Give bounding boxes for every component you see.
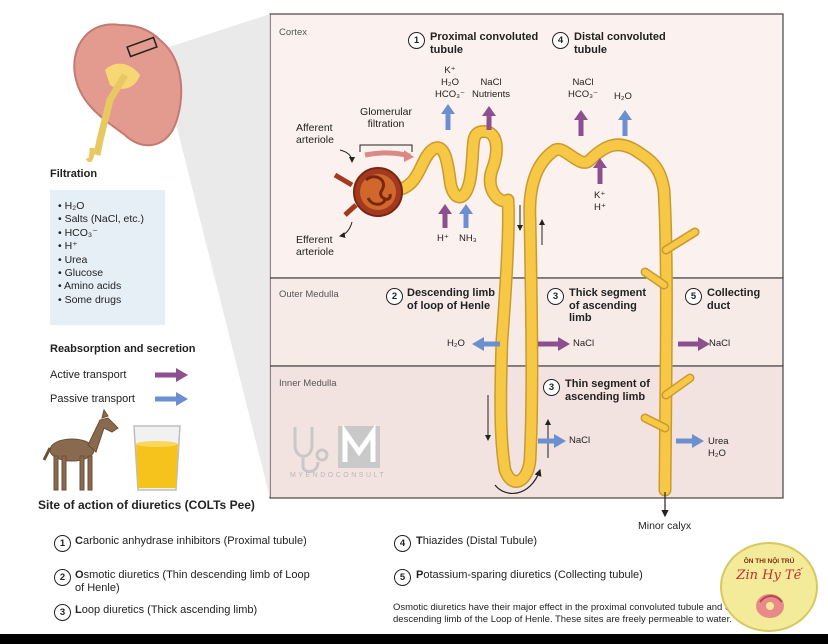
thick-nacl-label: NaCl [573,338,595,349]
site-title: Site of action of diuretics (COLTs Pee) [38,498,255,512]
afferent-arteriole-label: Afferent arteriole [296,122,334,146]
drug-carbonic-anhydrase: Carbonic anhydrase inhibitors (Proximal … [75,535,307,547]
filtration-item: Urea [58,254,165,267]
segment-number-2: 2 [386,288,403,305]
zone-outer-medulla-label: Outer Medulla [279,289,339,300]
drug-osmotic: Osmotic diuretics (Thin descending limb … [75,569,310,594]
dct-nacl-hco3-label: NaCl HCO₃⁻ [568,77,598,100]
filtration-item: Salts (NaCl, etc.) [58,213,165,226]
segment-number-1: 1 [408,32,425,49]
filtration-item: H⁺ [58,240,165,253]
dct-k-h-label: K⁺ H⁺ [594,190,606,213]
pct-k-h2o-hco3-label: K⁺ H₂O HCO₃⁻ [435,65,465,100]
drug-thiazides: Thiazides (Distal Tubule) [416,535,538,547]
flow-arrow [494,468,542,494]
drug-number-2: 2 [54,569,71,586]
watermark-text: MYENDOCONSULT [290,472,387,479]
urine-glass-image [133,425,181,491]
segment-thick-label: Thick segment of ascending limb [569,287,647,324]
drug-number-4: 4 [394,535,411,552]
segment-number-5: 5 [685,288,702,305]
logo-signature: Zin Hy Tế [736,568,802,583]
drug-number-5: 5 [394,569,411,586]
glomerulus [333,167,403,217]
logo-top-text: ÔN THI NỘI TRÚ [743,558,795,565]
foal-image [42,408,119,491]
passive-transport-label: Passive transport [50,393,135,405]
filtration-title: Filtration [50,168,98,180]
zoom-wedge [160,14,270,498]
zone-inner-medulla-label: Inner Medulla [279,378,337,389]
filtration-box: H₂OSalts (NaCl, etc.)HCO₃⁻H⁺UreaGlucoseA… [50,190,165,325]
segment-collecting-label: Collecting duct [707,287,761,312]
drug-number-3: 3 [54,604,71,621]
collecting-nacl-label: NaCl [709,338,731,349]
filtration-item: HCO₃⁻ [58,227,165,240]
drug-potassium-sparing: Potassium-sparing diuretics (Collecting … [416,569,643,581]
pct-h-label: H⁺ [437,233,449,244]
filtration-item: Some drugs [58,294,165,307]
osmotic-note: Osmotic diuretics have their major effec… [393,602,739,625]
segment-number-3-thick: 3 [547,288,564,305]
thin-nacl-label: NaCl [569,435,591,446]
filtration-list: H₂OSalts (NaCl, etc.)HCO₃⁻H⁺UreaGlucoseA… [50,190,165,307]
filtration-item: Glucose [58,267,165,280]
segment-descending-label: Descending limb of loop of Henle [407,287,496,312]
drug-loop: Loop diuretics (Thick ascending limb) [75,604,258,616]
descending-h2o-label: H₂O [447,338,465,349]
watermark-stethoscope [293,427,329,473]
efferent-arteriole-label: Efferent arteriole [296,234,334,258]
brand-logo: ÔN THI NỘI TRÚ Zin Hy Tế [720,542,818,632]
filtration-item: H₂O [58,200,165,213]
drug-number-1: 1 [54,535,71,552]
transport-arrows-horizontal [472,337,710,448]
zone-cortex-label: Cortex [279,27,307,38]
nephron-tubule [391,125,700,497]
segment-distal-label: Distal convoluted tubule [574,31,666,56]
segment-number-3-thin: 3 [543,379,560,396]
filtration-item: Amino acids [58,280,165,293]
kidney-image [73,23,183,163]
dct-h2o-label: H₂O [614,91,632,102]
filtration-bracket [359,144,413,152]
minor-calyx-label: Minor calyx [638,520,692,532]
pct-nacl-nutrients-label: NaCl Nutrients [471,77,510,100]
bottom-bar [0,634,828,644]
reabsorption-title: Reabsorption and secretion [50,343,196,355]
pct-nh3-label: NH₃ [459,233,477,244]
active-transport-label: Active transport [50,369,127,381]
glomerular-filtration-label: Glomerular filtration [360,106,412,130]
segment-proximal-label: Proximal convoluted tubule [430,31,539,56]
segment-thin-label: Thin segment of ascending limb [565,378,650,403]
urea-h2o-label: Urea H₂O [708,436,729,459]
segment-number-4: 4 [552,32,569,49]
transport-arrows-vertical [438,104,632,228]
logo-emblem [756,594,784,618]
